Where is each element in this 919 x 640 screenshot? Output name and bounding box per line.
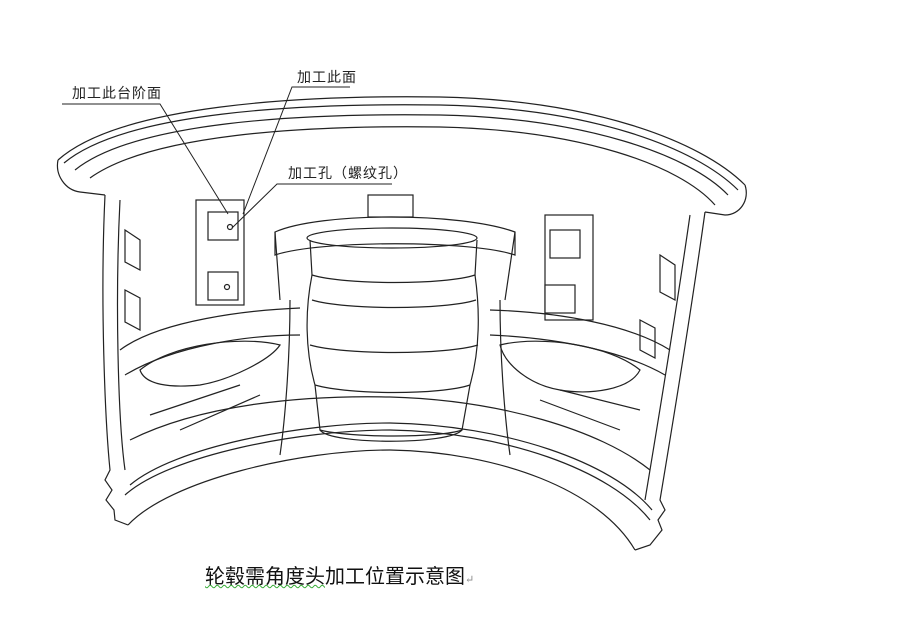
hub [274,216,516,442]
label-step-face: 加工此台阶面 [72,86,162,102]
label-threaded-hole: 加工孔（螺纹孔） [288,166,408,182]
return-mark-icon: ↵ [465,573,475,586]
machining-pads [124,194,676,359]
leader-lines [62,86,392,229]
rim-bottom [124,396,653,551]
label-this-face: 加工此面 [297,70,357,86]
caption-underlined-part: 轮毂需角度头 [205,564,325,588]
figure-caption: 轮毂需角度头加工位置示意图↵ [205,560,474,589]
wheel-sides [102,194,706,551]
rim-flange [56,96,747,216]
spoke-disc [119,299,671,456]
caption-rest: 加工位置示意图 [325,564,465,588]
